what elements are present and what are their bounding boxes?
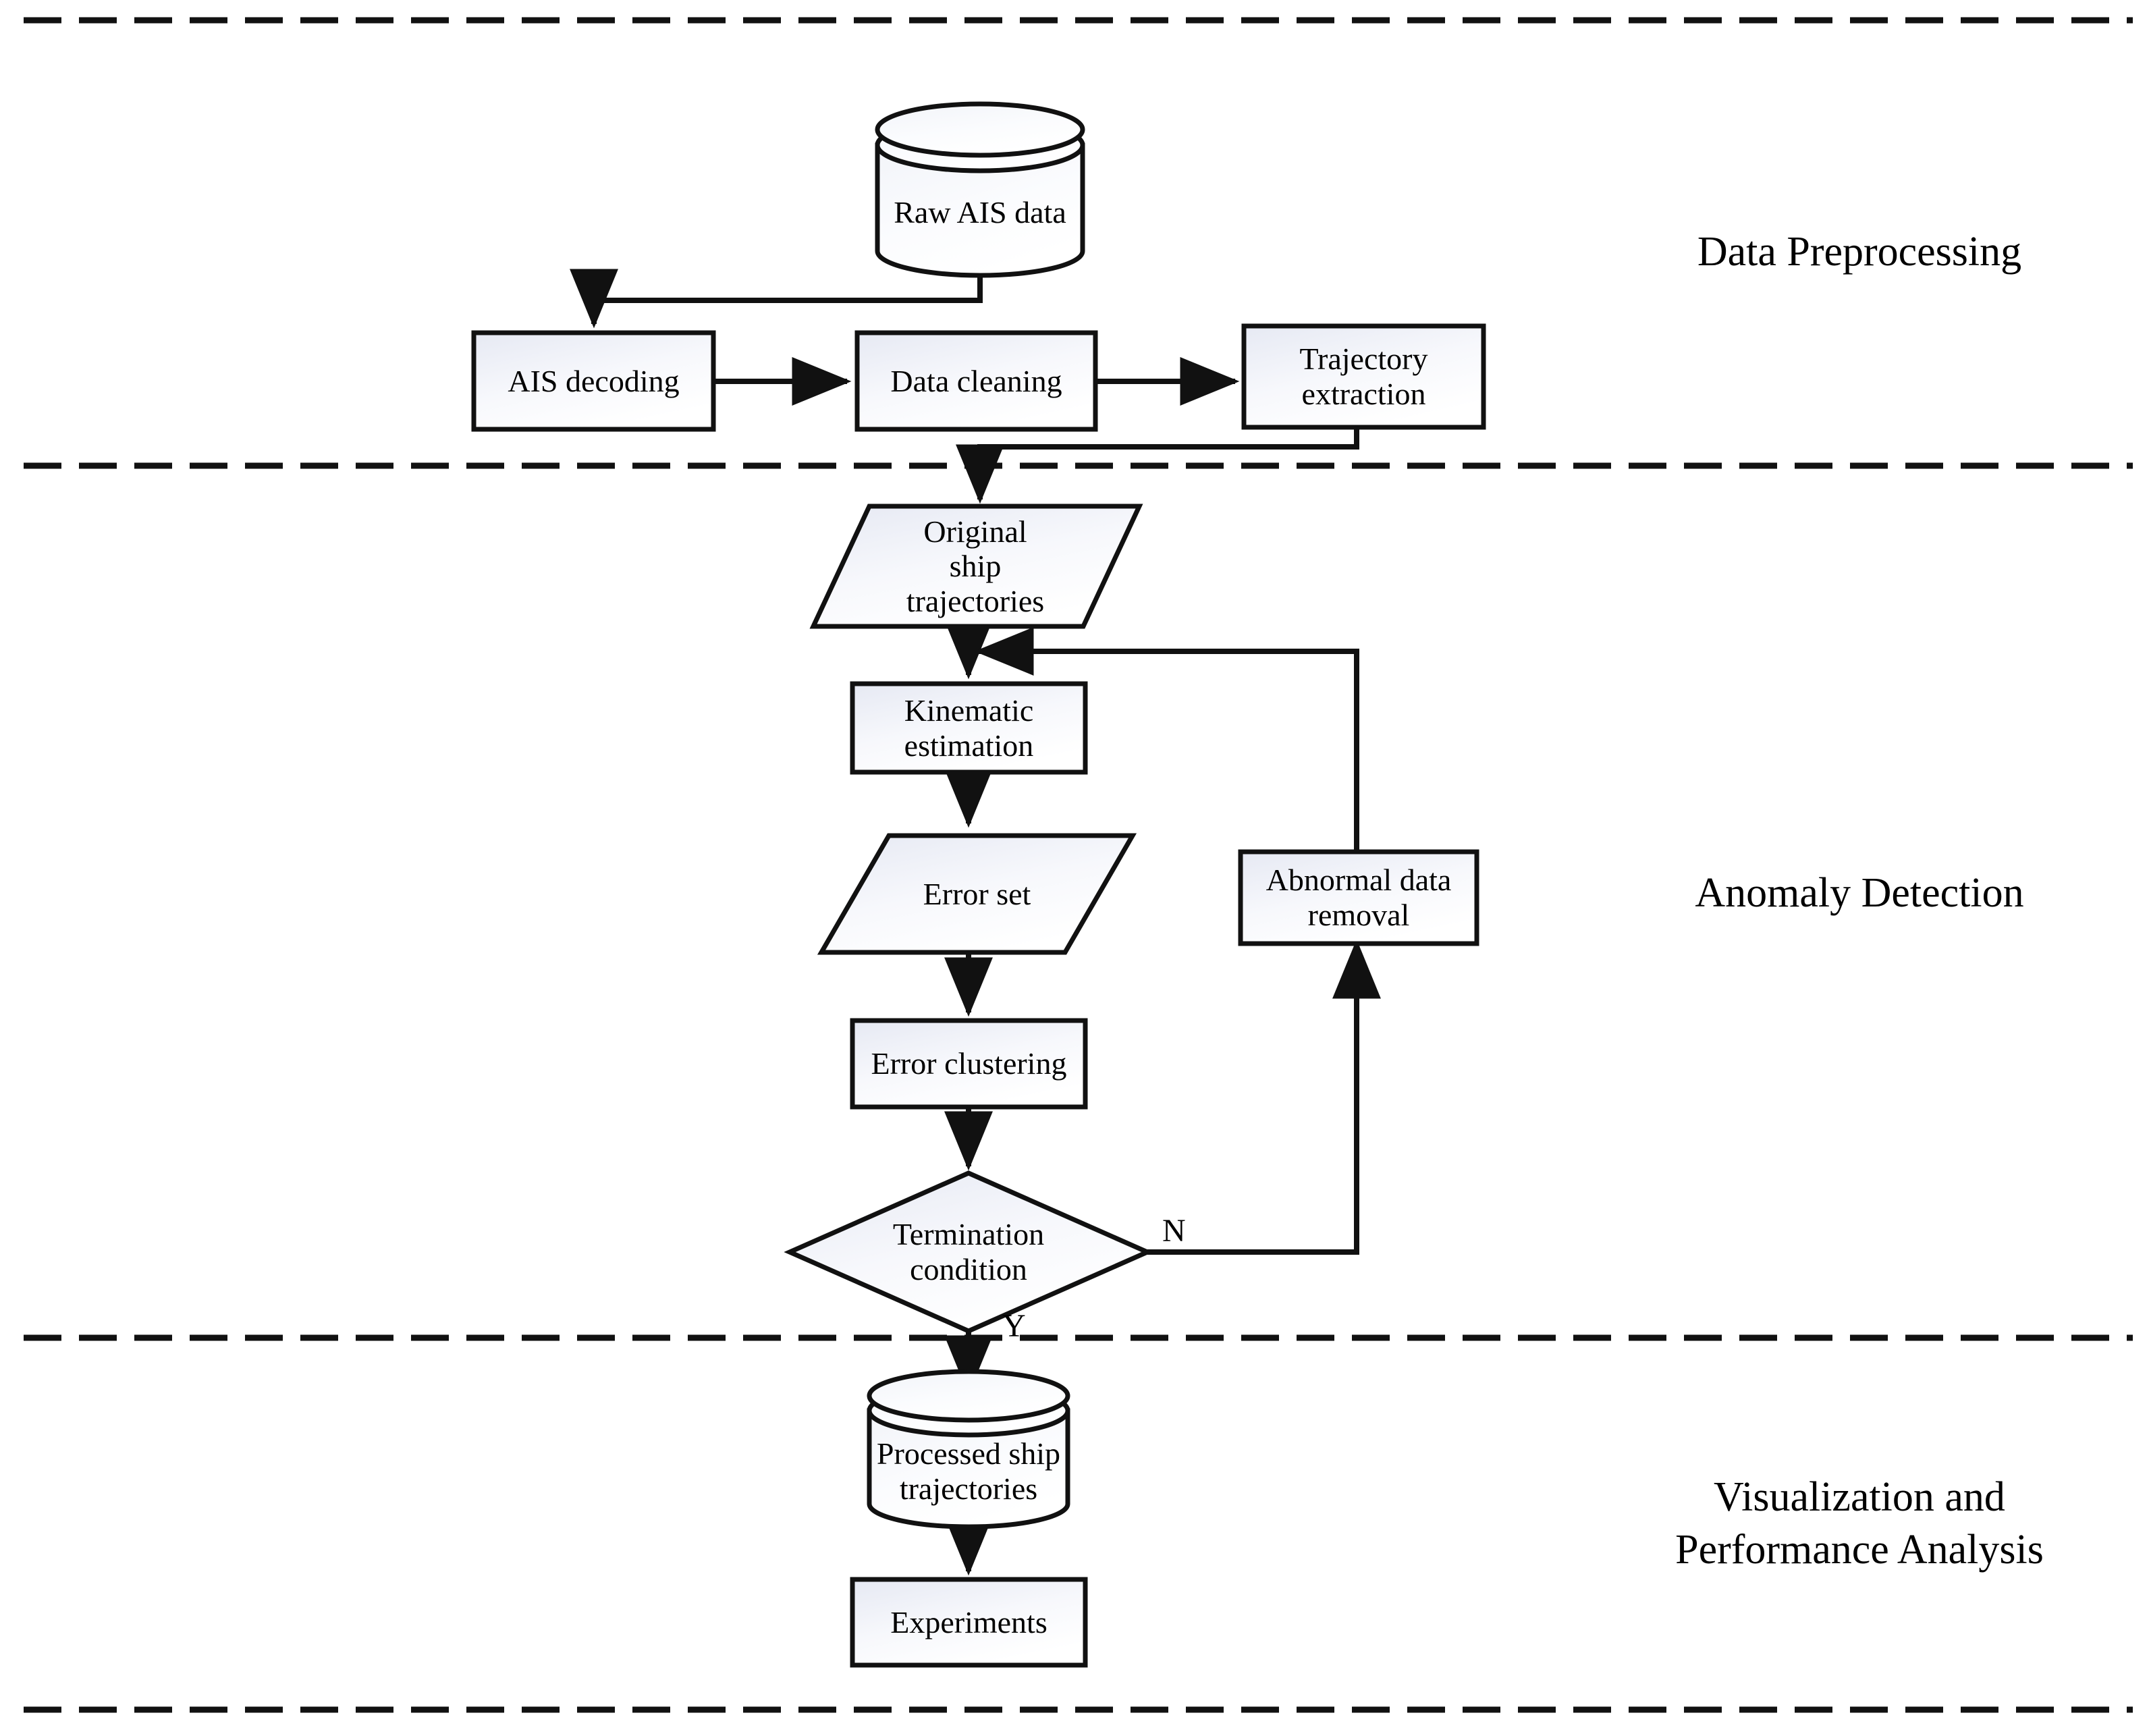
connector-trajectory-extraction-to-original [956, 427, 1359, 504]
node-error-set[interactable] [817, 833, 1137, 955]
node-kinematic-estimation[interactable] [850, 681, 1088, 775]
stage-label-data-preprocessing: Data Preprocessing [1697, 229, 2022, 275]
section-divider-group [24, 17, 2133, 1713]
stage-label-visualization: Visualization and Performance Analysis [1675, 1474, 2044, 1573]
node-original-ship-trajectories[interactable] [809, 504, 1143, 629]
node-experiments[interactable] [850, 1577, 1088, 1668]
branch-label-yes: Y [1002, 1308, 1026, 1344]
connector-raw-to-ais-decoding [570, 263, 983, 329]
branch-label-no: N [1162, 1213, 1186, 1249]
node-trajectory-extraction[interactable] [1241, 323, 1486, 430]
node-error-clustering[interactable] [850, 1018, 1088, 1110]
connector-abnormal-removal-to-original-feed [974, 627, 1359, 852]
node-ais-decoding[interactable] [471, 330, 716, 432]
node-termination-condition[interactable] [784, 1170, 1153, 1334]
node-raw-ais-data[interactable] [875, 101, 1085, 278]
stage-label-anomaly-detection: Anomaly Detection [1695, 870, 2024, 916]
node-processed-ship-trajectories[interactable] [867, 1369, 1070, 1529]
node-abnormal-data-removal[interactable] [1238, 849, 1479, 946]
connector-termination-no-to-abnormal-removal [1147, 939, 1381, 1255]
node-data-cleaning[interactable] [854, 330, 1098, 432]
